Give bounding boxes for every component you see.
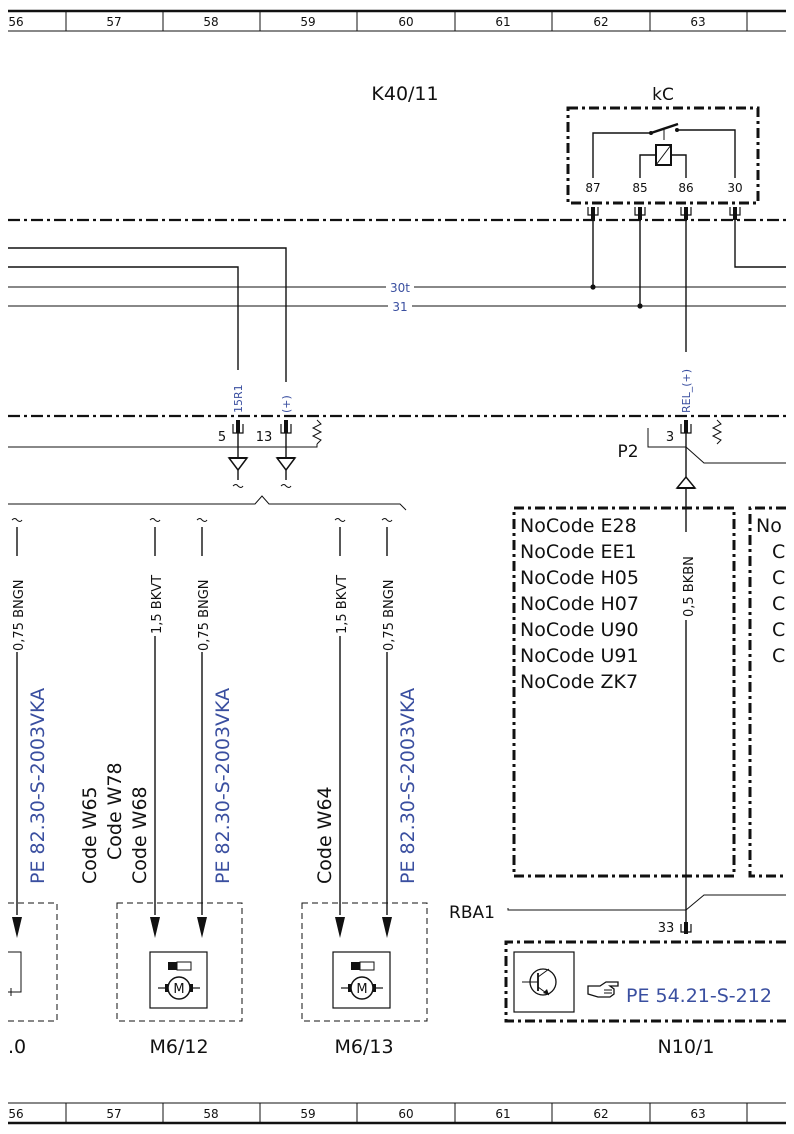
pin-5-label: 5	[218, 430, 226, 445]
relay-pin-87: 87	[585, 181, 600, 195]
p2-region: P2	[617, 428, 786, 922]
module-label-k40-11: K40/11	[371, 83, 438, 105]
component-label-m6-13: M6/13	[334, 1036, 393, 1058]
pin-13-label: 13	[256, 430, 273, 445]
nocode-box-right	[748, 506, 786, 878]
grid-col-63-bottom: 63	[690, 1107, 705, 1121]
pin-33-label: 33	[658, 921, 675, 936]
bus-31-label: 31	[392, 300, 407, 314]
p2-label: P2	[617, 442, 638, 462]
nocode-item: NoCode E28	[520, 515, 637, 537]
module-n10-1: RBA1 33 PE 54.21-S-212	[449, 894, 786, 1023]
wire-label-w4: 1,5 BKVT	[335, 575, 350, 634]
code-label: Code W78	[104, 762, 126, 860]
grid-col-56-bottom: 56	[8, 1107, 23, 1121]
code-label: Code W65	[79, 786, 101, 884]
grid-col-59-bottom: 59	[300, 1107, 315, 1121]
motor-symbol: M	[173, 982, 184, 997]
relay-pin-30: 30	[727, 181, 742, 195]
nocode-list-right: No C C C C C	[756, 515, 785, 667]
signal-wires-15r1-plus	[8, 247, 287, 415]
terminal-symbols	[227, 433, 297, 488]
grid-col-58-bottom: 58	[203, 1107, 218, 1121]
grid-col-61: 61	[495, 15, 510, 29]
reference-link[interactable]: PE 82.30-S-2003VKA	[27, 688, 49, 884]
wire-label-rel: REL_(+)	[680, 369, 693, 413]
nocode-item: No	[756, 515, 782, 537]
relay-kc: kC 87 85 86 30	[566, 85, 760, 220]
grid-col-61-bottom: 61	[495, 1107, 510, 1121]
nocode-item: NoCode U91	[520, 645, 639, 667]
nocode-item: C	[772, 645, 785, 667]
motor-m6-13: M	[301, 902, 428, 1022]
grid-col-59: 59	[300, 15, 315, 29]
wire-label-w3: 0,75 BNGN	[197, 579, 212, 651]
component-label-left: .0	[8, 1036, 26, 1058]
grid-col-62-bottom: 62	[593, 1107, 608, 1121]
grid-col-57-bottom: 57	[106, 1107, 121, 1121]
rba1-label: RBA1	[449, 903, 495, 923]
bus-lines: 30t 31	[8, 280, 786, 314]
nocode-list-left: NoCode E28 NoCode EE1 NoCode H05 NoCode …	[520, 515, 639, 693]
pin-3-label: 3	[666, 430, 674, 445]
grid-col-58: 58	[203, 15, 218, 29]
nocode-item: NoCode H07	[520, 593, 639, 615]
hand-pointer-icon	[587, 981, 619, 998]
grid-col-60: 60	[398, 15, 413, 29]
bracket	[8, 495, 407, 511]
nocode-item: C	[772, 541, 785, 563]
wire-label-w2: 1,5 BKVT	[150, 575, 165, 634]
component-label-m6-12: M6/12	[149, 1036, 208, 1058]
motor-left-partial	[8, 902, 58, 1022]
relay-pin-86: 86	[678, 181, 693, 195]
motor-icon: M	[158, 961, 200, 1000]
grid-col-62: 62	[593, 15, 608, 29]
connector-baseline	[8, 444, 318, 448]
bus-30t-label: 30t	[390, 281, 410, 295]
nocode-item: NoCode H05	[520, 567, 639, 589]
code-label: Code W68	[129, 786, 151, 884]
nocode-item: C	[772, 619, 785, 641]
wire-label-w1: 0,75 BNGN	[12, 579, 27, 651]
bottom-grid-footer: 56 57 58 59 60 61 62 63	[8, 1102, 786, 1125]
reference-link[interactable]: PE 82.30-S-2003VKA	[397, 688, 419, 884]
code-label: Code W64	[314, 786, 336, 884]
reference-link[interactable]: PE 82.30-S-2003VKA	[212, 688, 234, 884]
grid-col-60-bottom: 60	[398, 1107, 413, 1121]
nocode-item: NoCode ZK7	[520, 671, 638, 693]
motor-symbol: M	[356, 982, 367, 997]
wire-label-w6: 0,5 BKBN	[682, 556, 697, 617]
grid-col-57: 57	[106, 15, 121, 29]
transistor-icon	[522, 968, 557, 996]
wire-label-15r1: 15R1	[232, 384, 245, 413]
relay-label: kC	[652, 85, 674, 105]
nocode-box-left	[512, 506, 736, 878]
grid-col-56: 56	[8, 15, 23, 29]
nocode-item: C	[772, 567, 785, 589]
nocode-item: NoCode EE1	[520, 541, 637, 563]
reference-link-n10-1[interactable]: PE 54.21-S-212	[626, 985, 772, 1007]
wire-label-plus: (+)	[280, 395, 293, 413]
relay-pin-85: 85	[632, 181, 647, 195]
top-grid-header: 56 57 58 59 60 61 62 63	[8, 9, 786, 32]
resistor-icon	[311, 419, 723, 445]
motor-icon: M	[341, 961, 383, 1000]
grid-col-63: 63	[690, 15, 705, 29]
motor-m6-12: M	[116, 902, 243, 1022]
nocode-item: NoCode U90	[520, 619, 639, 641]
wire-label-w5: 0,75 BNGN	[382, 579, 397, 651]
nocode-item: C	[772, 593, 785, 615]
motor-wires	[9, 518, 396, 938]
component-label-n10-1: N10/1	[658, 1036, 715, 1058]
